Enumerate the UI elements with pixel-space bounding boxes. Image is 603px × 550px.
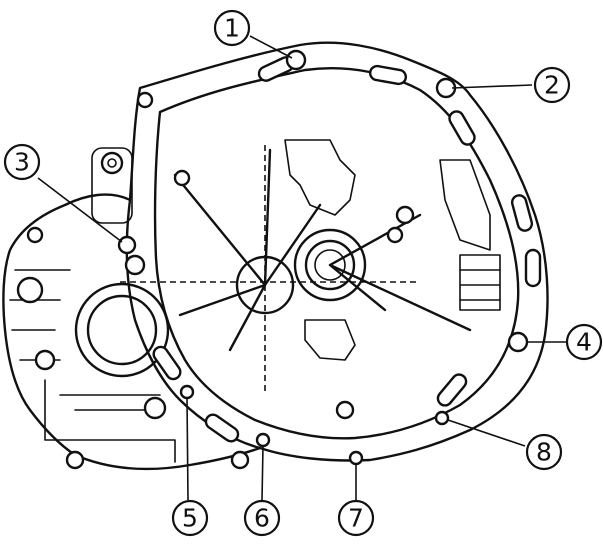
callout-3-label: 3 [14, 148, 30, 177]
leader-1 [249, 35, 293, 59]
input-shaft-bore-mid [304, 239, 356, 291]
leader-5 [186, 397, 189, 501]
boss-a [395, 205, 415, 225]
callout-8-label: 8 [536, 438, 552, 467]
boss-g [143, 396, 167, 420]
slot-bottom-left [152, 345, 182, 381]
slot-right-lower [524, 248, 542, 288]
differential-bore-inner [86, 294, 158, 366]
boss-b [386, 226, 404, 244]
boss-c [173, 169, 191, 187]
hole-6 [255, 432, 271, 448]
callout-6-label: 6 [254, 504, 270, 533]
hole-8 [434, 410, 450, 426]
callout-4: 4 [565, 323, 603, 361]
slot-right-upper [448, 110, 476, 146]
callout-1: 1 [213, 9, 251, 47]
leader-6 [261, 445, 264, 501]
boss-h [335, 400, 355, 420]
left-housing-contour [2, 193, 262, 471]
radial-ribs [173, 148, 472, 352]
input-shaft-bore-inner [314, 249, 346, 281]
left-upper-boss [91, 147, 133, 224]
leader-8 [447, 419, 526, 447]
boss-i [230, 450, 250, 470]
callout-5: 5 [171, 499, 209, 537]
boss-d [124, 254, 146, 276]
left-upper-bolt [100, 151, 124, 175]
hole-4 [507, 331, 529, 353]
callout-7: 7 [337, 499, 375, 537]
slot-bottom-right [436, 373, 468, 407]
left-upper-bolt-inner [107, 158, 117, 168]
boss-j [136, 91, 154, 109]
oil-passage-right [439, 159, 491, 251]
callout-6: 6 [243, 499, 281, 537]
shift-mechanism-upper [284, 139, 356, 216]
differential-bore-outer [74, 282, 170, 378]
boss-l [26, 226, 44, 244]
shift-mechanism-lower [304, 319, 356, 361]
callout-2-label: 2 [544, 71, 560, 100]
callout-7-label: 7 [348, 504, 364, 533]
left-housing-lower [44, 379, 176, 463]
boss-e [16, 276, 44, 304]
callout-1-label: 1 [224, 14, 240, 43]
boss-k [65, 450, 85, 470]
right-rib-lines [459, 269, 501, 301]
callout-5-label: 5 [182, 504, 198, 533]
slot-right [510, 194, 534, 232]
right-rib-box [459, 254, 501, 311]
hole-1 [285, 49, 307, 71]
leader-2 [451, 84, 533, 89]
callout-2: 2 [533, 66, 571, 104]
callout-4-label: 4 [576, 328, 592, 357]
hole-3 [117, 235, 137, 255]
callout-8: 8 [525, 433, 563, 471]
hole-5 [179, 384, 195, 400]
housing-outer-contour [125, 41, 549, 462]
slot-bottom [204, 413, 240, 443]
leader-3 [37, 177, 123, 243]
hole-7 [348, 450, 364, 466]
slot-top [368, 64, 408, 86]
callout-3: 3 [3, 143, 41, 181]
input-shaft-bore-outer [293, 228, 367, 302]
boss-f [34, 349, 56, 371]
